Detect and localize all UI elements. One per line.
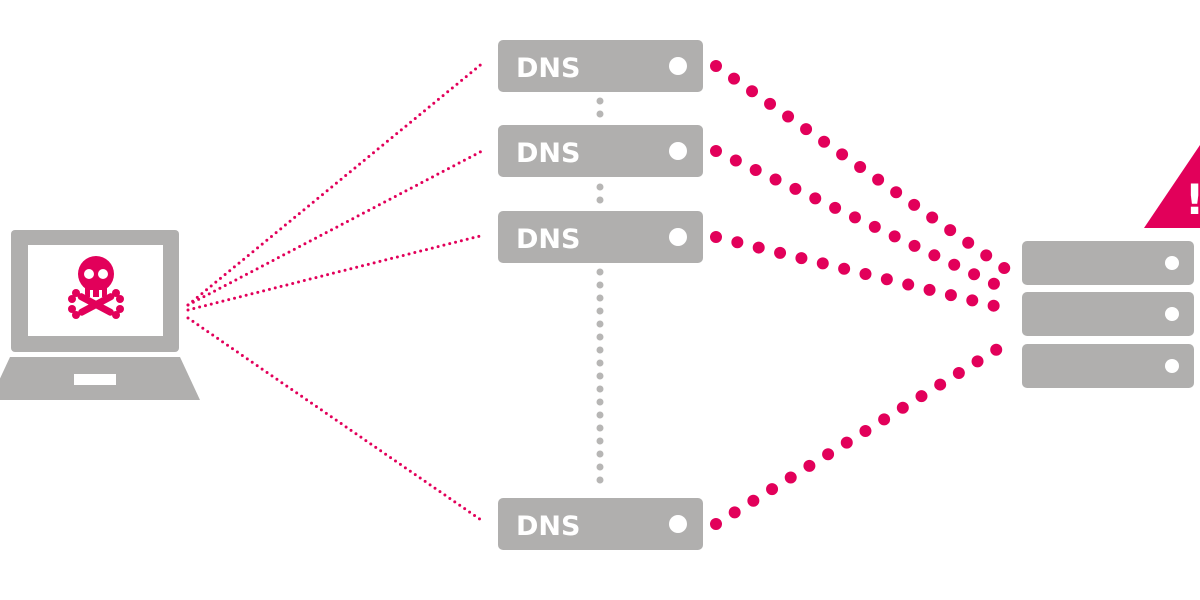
warning-mark: ! xyxy=(1185,175,1200,224)
dns-server-label: DNS xyxy=(516,53,580,84)
dns-status-light xyxy=(669,228,687,246)
server-unit-2 xyxy=(1022,292,1194,336)
dns-server-2: DNS xyxy=(498,125,703,177)
skull-crossbones-icon xyxy=(68,256,124,319)
query-line-1 xyxy=(186,60,486,307)
dns-server-3: DNS xyxy=(498,211,703,263)
dns-server-1: DNS xyxy=(498,40,703,92)
amplified-response-lines xyxy=(710,60,1013,530)
response-line-4 xyxy=(710,337,1013,530)
response-line-1 xyxy=(710,60,1013,276)
laptop-icon xyxy=(0,230,200,400)
laptop-trackpad xyxy=(74,374,116,385)
response-line-3 xyxy=(710,231,1013,315)
response-line-2 xyxy=(710,145,1013,296)
dns-status-light xyxy=(669,142,687,160)
dns-server-label: DNS xyxy=(516,511,580,542)
dns-status-light xyxy=(669,57,687,75)
warning-triangle-icon: ! xyxy=(1144,145,1200,228)
query-line-3 xyxy=(186,233,486,312)
dns-server-body xyxy=(498,211,703,263)
dns-server-body xyxy=(498,125,703,177)
server-status-light xyxy=(1165,307,1179,321)
dns-server-label: DNS xyxy=(516,138,580,169)
dns-server-body xyxy=(498,40,703,92)
query-line-2 xyxy=(186,148,486,307)
query-line-4 xyxy=(186,316,486,524)
server-unit-1 xyxy=(1022,241,1194,285)
server-status-light xyxy=(1165,256,1179,270)
dns-server-body xyxy=(498,498,703,550)
server-status-light xyxy=(1165,359,1179,373)
server-unit-3 xyxy=(1022,344,1194,388)
dns-status-light xyxy=(669,515,687,533)
server-stack-icon xyxy=(1022,241,1194,388)
dns-server-4: DNS xyxy=(498,498,703,550)
attacker-query-lines xyxy=(186,60,486,524)
dns-server-label: DNS xyxy=(516,224,580,255)
